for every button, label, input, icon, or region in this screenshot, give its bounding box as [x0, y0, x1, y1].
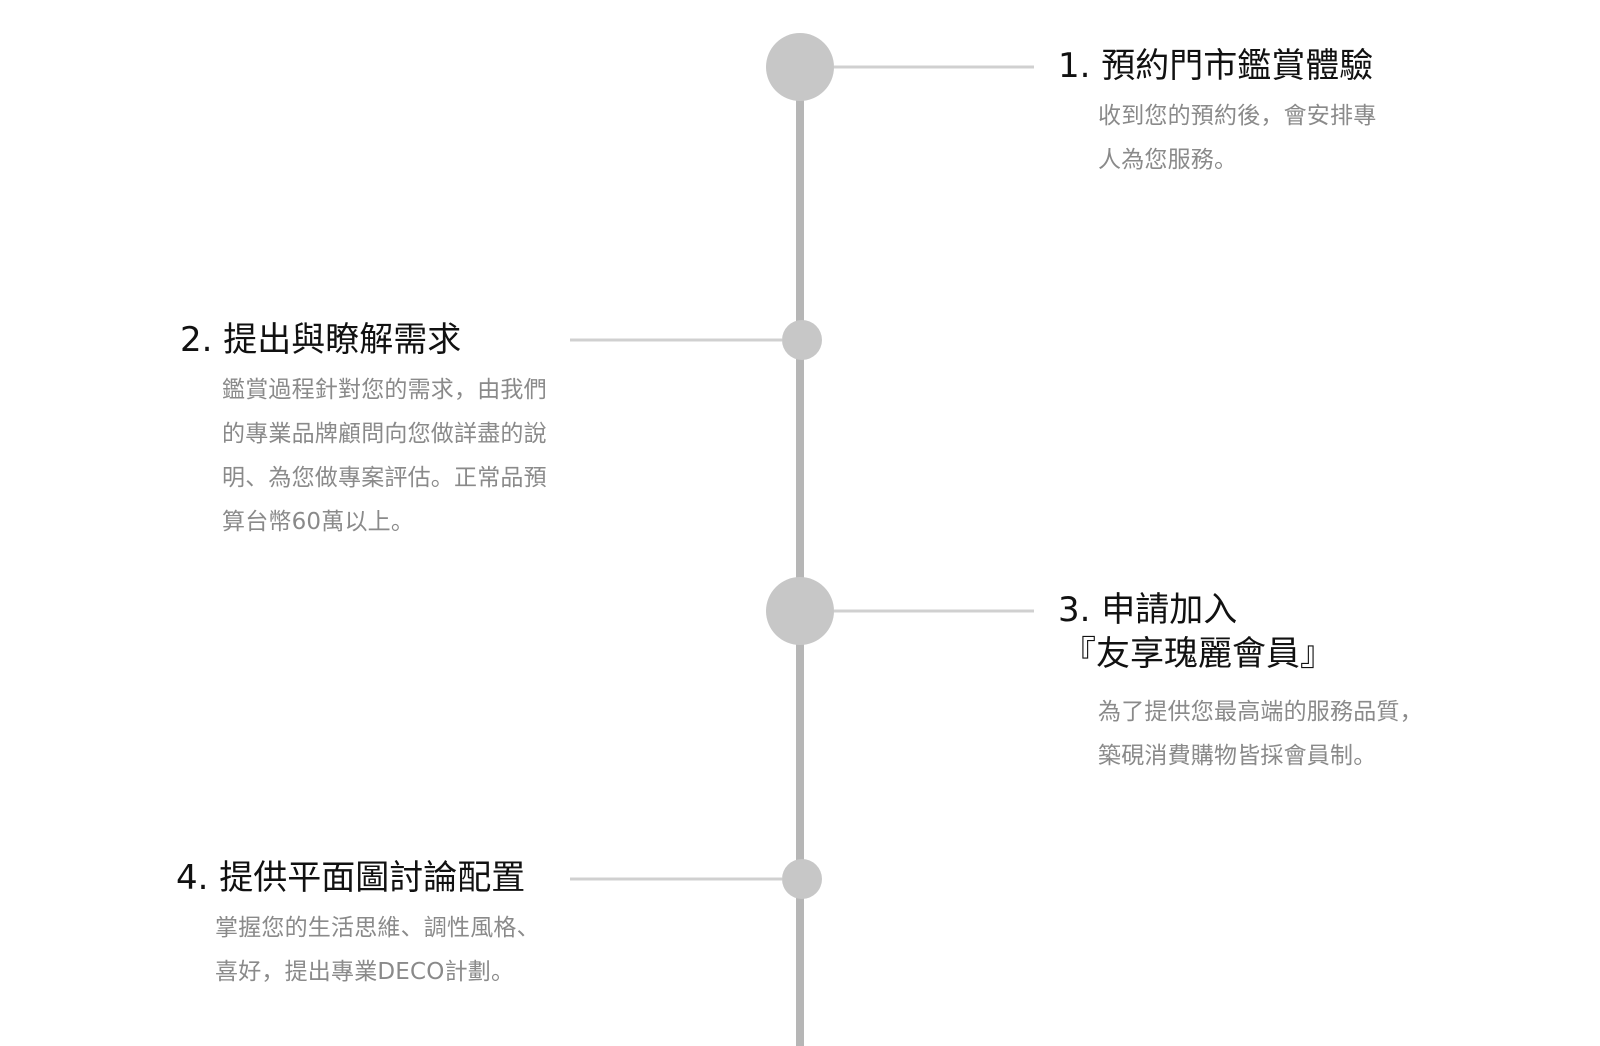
step-2-connector	[570, 338, 782, 342]
step-2-description: 鑑賞過程針對您的需求，由我們的專業品牌顧問向您做詳盡的說明、為您做專案評估。正常…	[222, 377, 547, 535]
step-1-description: 收到您的預約後，會安排專人為您服務。	[1098, 103, 1377, 173]
step-4-description: 掌握您的生活思維、調性風格、喜好，提出專業DECO計劃。	[215, 915, 540, 985]
timeline-vertical-line	[796, 68, 804, 1046]
step-4-connector	[570, 877, 782, 881]
step-1-marker	[766, 33, 834, 101]
step-3-marker	[766, 577, 834, 645]
step-3-title: 3. 申請加入 『友享瑰麗會員』	[1058, 588, 1334, 676]
step-1-connector	[834, 65, 1034, 69]
step-1-title: 1. 預約門市鑑賞體驗	[1058, 46, 1374, 86]
step-3-title-line-1: 3. 申請加入	[1058, 590, 1238, 630]
step-4-marker	[782, 859, 822, 899]
step-2-title: 2. 提出與瞭解需求	[180, 320, 462, 360]
step-3-connector	[834, 609, 1034, 613]
step-3-description: 為了提供您最高端的服務品質，築硯消費購物皆採會員制。	[1098, 699, 1423, 769]
step-3-title-line-2: 『友享瑰麗會員』	[1062, 634, 1334, 674]
step-2-marker	[782, 320, 822, 360]
step-4-title: 4. 提供平面圖討論配置	[176, 858, 526, 898]
